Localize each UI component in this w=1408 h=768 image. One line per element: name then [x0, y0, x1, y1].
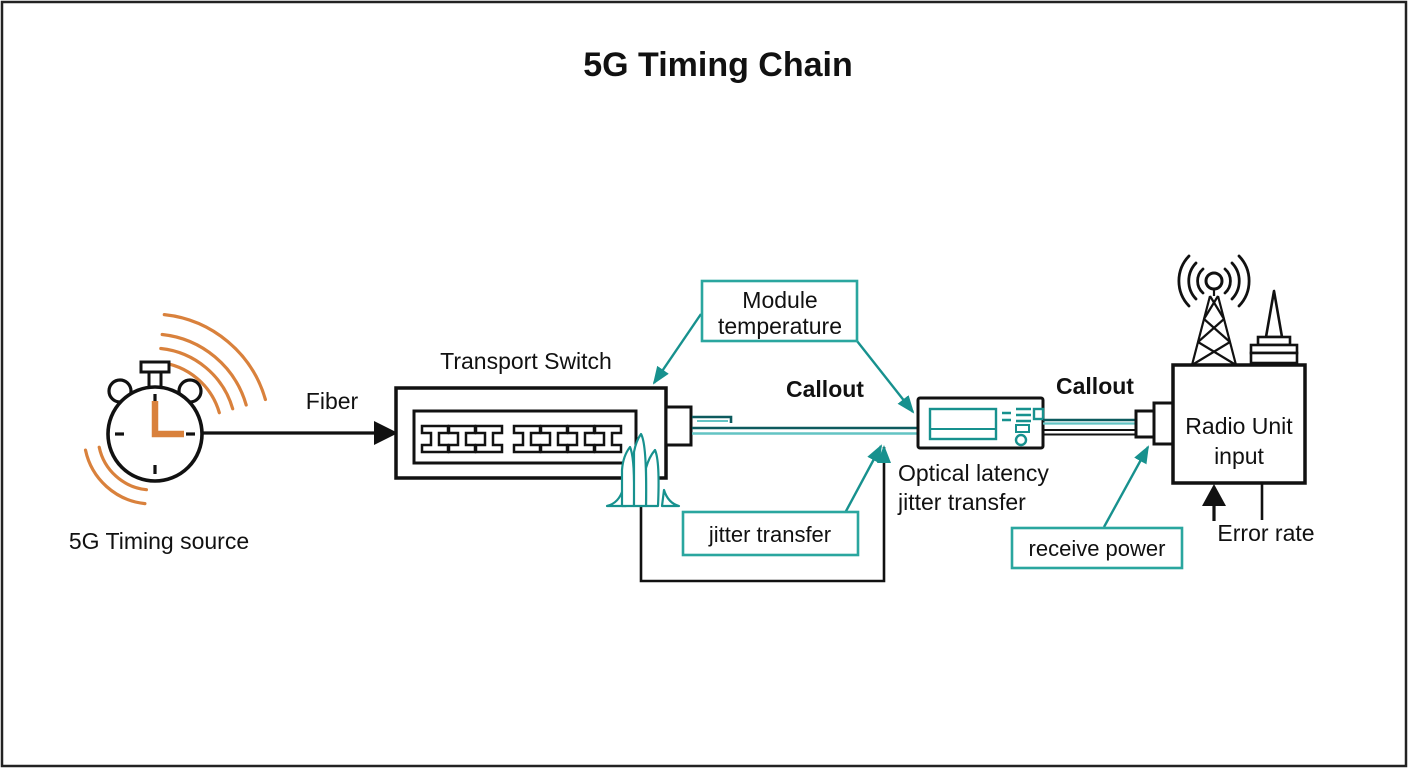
timing-source-label: 5G Timing source [69, 528, 249, 554]
jitter-transfer-label: jitter transfer [708, 522, 831, 547]
callout-label-right: Callout [1056, 373, 1134, 399]
module-temperature-callout: Module temperature [652, 279, 915, 414]
timing-source-node: 5G Timing source [69, 313, 267, 554]
receive-power-label: receive power [1029, 536, 1166, 561]
jitter-transfer-callout: jitter transfer [681, 444, 883, 557]
switch-fabric-icon [412, 409, 638, 465]
radio-unit-connector-outer [1134, 409, 1156, 439]
stopwatch-icon [106, 360, 204, 483]
receive-power-arrow [1102, 445, 1150, 528]
receive-power-callout: receive power [1010, 445, 1184, 570]
module-temperature-line1: Module [742, 287, 817, 313]
jitter-burst-icon [605, 432, 681, 508]
page-title: 5G Timing Chain [583, 46, 853, 84]
optical-module-label-line2: jitter transfer [897, 489, 1026, 515]
switch-port-connector [664, 405, 693, 447]
optical-module-label-line1: Optical latency [898, 460, 1049, 486]
module-temperature-box [700, 279, 859, 343]
fiber-link: Fiber [203, 388, 398, 445]
fiber-label: Fiber [306, 388, 359, 414]
fiber-cable-a [692, 415, 918, 435]
jitter-transfer-arrow [843, 444, 883, 514]
radio-unit-box [1171, 363, 1307, 485]
fiber-cable-b [1043, 418, 1136, 436]
error-rate-arrowhead-icon [1202, 484, 1226, 506]
optical-module-node: Optical latency jitter transfer [897, 396, 1049, 515]
clock-hands [151, 401, 184, 438]
callout-label-left: Callout [786, 376, 864, 402]
antenna-waves-icon [1177, 254, 1251, 308]
small-antenna-icon [1249, 289, 1299, 365]
radio-unit-connector-inner [1152, 401, 1175, 446]
radio-unit-node: Radio Unit input [1134, 254, 1307, 485]
module-temp-arrow-to-module [856, 340, 915, 414]
fiber-arrowhead-icon [374, 421, 398, 445]
transport-switch-label: Transport Switch [440, 348, 612, 374]
optical-transceiver-icon [928, 407, 1045, 447]
error-rate-label: Error rate [1217, 520, 1314, 546]
transport-switch-node: Transport Switch [394, 348, 693, 480]
module-temperature-line2: temperature [718, 313, 842, 339]
clock-tick-marks [115, 394, 195, 474]
jitter-loop-arrow [639, 445, 891, 583]
error-rate-indicator: Error rate [1202, 483, 1315, 546]
jitter-transfer-box [681, 510, 860, 557]
module-temp-arrow-to-switch [652, 313, 702, 385]
antenna-tower-icon [1190, 271, 1238, 366]
receive-power-box [1010, 526, 1184, 570]
radio-unit-label-line2: input [1214, 443, 1264, 469]
radio-unit-label-line1: Radio Unit [1185, 413, 1293, 439]
